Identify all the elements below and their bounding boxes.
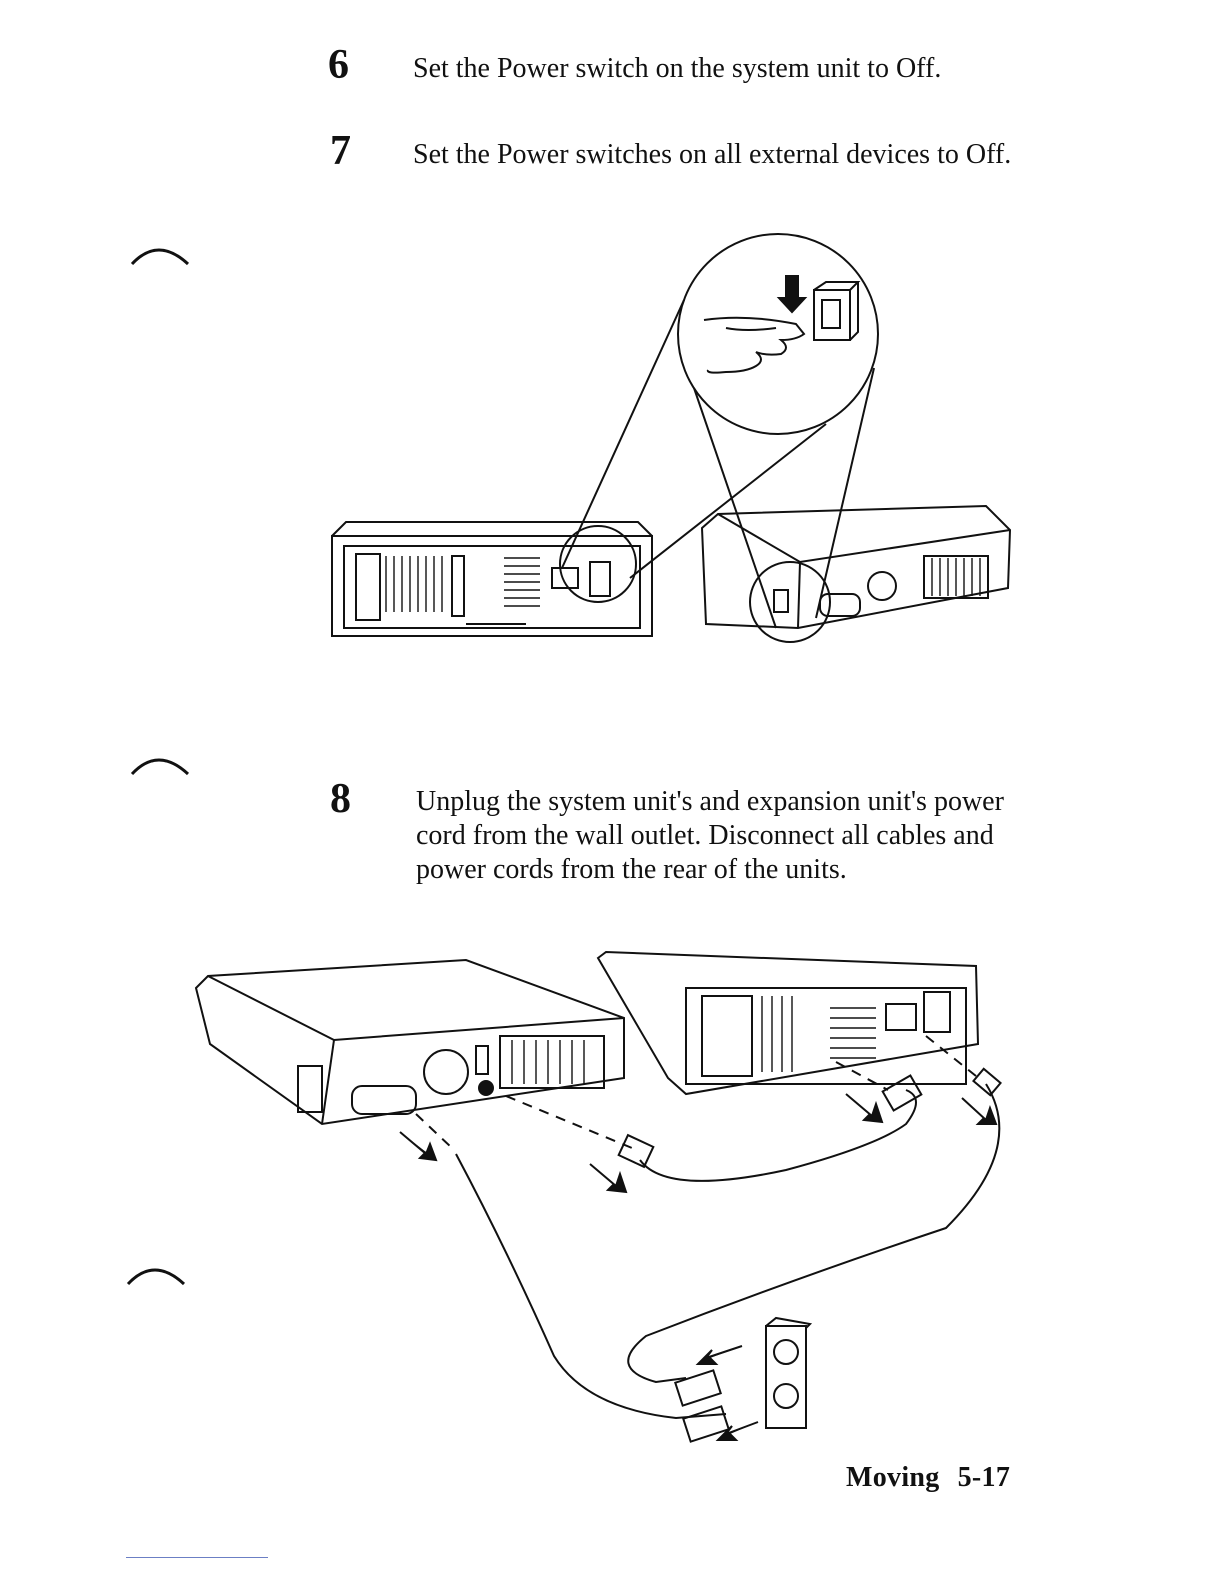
step-number: 7 (330, 130, 351, 172)
punch-hole-mark (128, 238, 198, 278)
footer-page-number: 5-17 (958, 1462, 1011, 1494)
step-text: Set the Power switch on the system unit … (413, 52, 1013, 86)
bottom-rule (126, 1557, 268, 1558)
footer-section: Moving (846, 1462, 940, 1494)
punch-hole-mark (124, 1258, 194, 1298)
step-number: 8 (330, 778, 351, 820)
step-text: Set the Power switches on all external d… (413, 138, 1013, 172)
power-switch-illustration (326, 228, 1026, 648)
page-footer: Moving 5-17 (846, 1462, 1010, 1494)
unplug-cables-illustration (186, 948, 1016, 1444)
punch-hole-mark (128, 748, 198, 788)
step-text: Unplug the system unit's and expansion u… (416, 785, 1006, 887)
step-number: 6 (328, 44, 349, 86)
